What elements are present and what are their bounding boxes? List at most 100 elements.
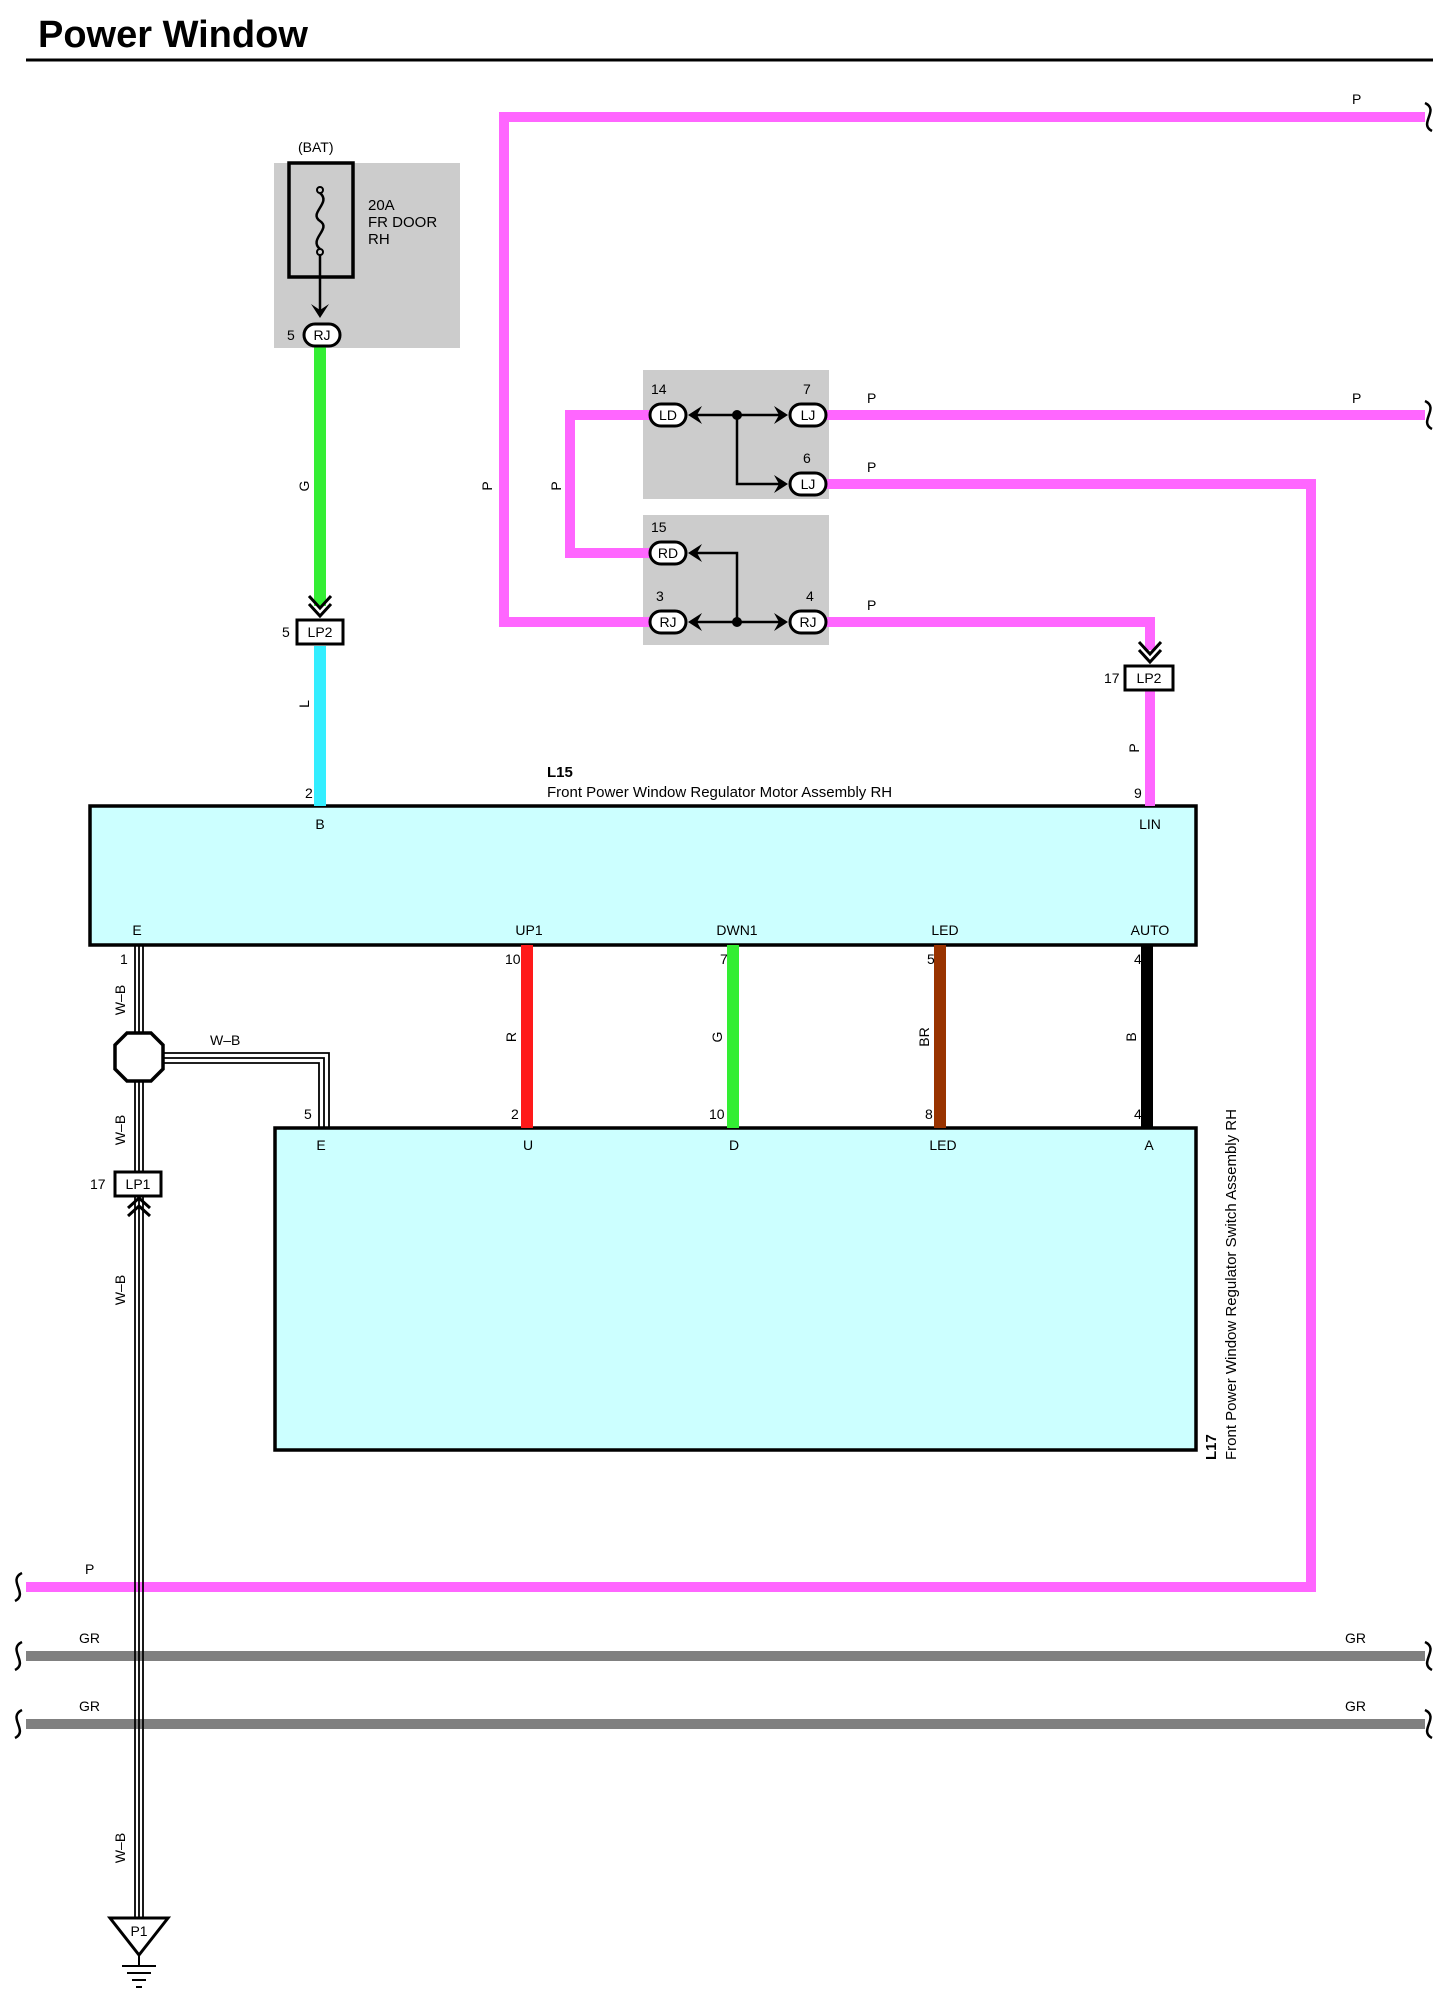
wire-label-wb-4: W–B	[112, 1833, 128, 1863]
wire-label-l-b: L	[296, 700, 312, 708]
lp2-left-chevron-2	[307, 602, 333, 619]
lp2-left-pin: 5	[282, 624, 290, 640]
jb-lj6-arrow-icon	[774, 475, 788, 493]
wire-label-g: G	[709, 1032, 725, 1043]
jb-rd-pin: 15	[651, 519, 667, 535]
lp2-right-connector	[1123, 664, 1175, 692]
fuse-rating: 20A	[368, 197, 395, 214]
l15-pin-e-num: 1	[120, 951, 128, 967]
wire-end-gr1-right-icon	[1424, 1640, 1433, 1672]
jb-rj4-label: RJ	[799, 614, 816, 630]
jb-rj4-arrow-icon	[774, 613, 788, 631]
l15-code: L15	[547, 764, 573, 781]
l17-pin-u-num: 2	[511, 1106, 519, 1122]
l15-pin-dwn1: DWN1	[716, 922, 757, 938]
l17-pin-led-num: 8	[925, 1106, 933, 1122]
wire-end-p-bottom-icon	[14, 1571, 23, 1603]
l15-pin-lin: LIN	[1139, 816, 1161, 832]
l15-pin-auto-num: 4	[1134, 951, 1142, 967]
lp2-left-connector	[295, 618, 345, 646]
l15-pin-up1: UP1	[515, 922, 542, 938]
wire-label-p-mid-left: P	[867, 390, 876, 406]
wire-label-wb-splice: W–B	[210, 1032, 240, 1048]
wire-end-p-mid-icon	[1424, 399, 1433, 431]
l17-pin-d: D	[729, 1137, 739, 1153]
wire-label-p-vert-inner: P	[548, 481, 564, 490]
wb-splice-octagon	[113, 1031, 165, 1083]
wire-label-gr1-left: GR	[79, 1630, 100, 1646]
lp1-pin: 17	[90, 1176, 106, 1192]
wire-label-wb-3: W–B	[112, 1275, 128, 1305]
fuse-arrow-icon	[311, 304, 329, 318]
l17-pin-a-num: 4	[1134, 1106, 1142, 1122]
fuse-name-line1: FR DOOR	[368, 214, 437, 231]
l15-pin-lin-num: 9	[1134, 785, 1142, 801]
fuse-connector-label: RJ	[313, 327, 330, 343]
l15-pin-b-num: 2	[305, 785, 313, 801]
jb-lower-branch	[694, 551, 739, 622]
jb-lj7-arrow-icon	[774, 406, 788, 424]
ground-label: P1	[130, 1923, 147, 1939]
jb-ld-connector	[648, 402, 688, 428]
wire-label-b: B	[1123, 1032, 1139, 1041]
wire-label-wb-1: W–B	[112, 985, 128, 1015]
l17-pin-e: E	[316, 1137, 325, 1153]
l17-pin-e-num: 5	[304, 1106, 312, 1122]
jb-rj4-connector	[788, 609, 828, 635]
jb-rj3-arrow-icon	[688, 613, 702, 631]
wire-label-gr2-left: GR	[79, 1698, 100, 1714]
l15-pin-auto: AUTO	[1131, 922, 1170, 938]
wire-label-p-top: P	[1352, 91, 1361, 107]
wire-label-p-vert-outer: P	[479, 481, 495, 490]
wire-p-outer	[499, 112, 1425, 627]
l15-pin-b: B	[315, 816, 324, 832]
l17-pin-led: LED	[929, 1137, 956, 1153]
lp1-label: LP1	[126, 1176, 151, 1192]
jb-lj7-connector	[788, 402, 828, 428]
wire-label-wb-2: W–B	[112, 1115, 128, 1145]
jb-ld-arrow-icon	[688, 406, 702, 424]
l15-name: Front Power Window Regulator Motor Assem…	[547, 784, 892, 801]
wire-wb-branch-a	[160, 1052, 330, 1128]
jb-lj6-pin: 6	[803, 450, 811, 466]
wire-end-p-top-icon	[1424, 101, 1433, 133]
jb-ld-label: LD	[659, 407, 677, 423]
lp1-connector	[113, 1170, 163, 1198]
fuse-block	[274, 163, 460, 348]
wire-label-r: R	[503, 1032, 519, 1042]
lp2-right-pin: 17	[1104, 670, 1120, 686]
l17-pin-d-num: 10	[709, 1106, 725, 1122]
jb-lj6-connector	[788, 471, 828, 497]
jb-upper-splice-dot	[732, 410, 742, 420]
jb-rd-connector	[648, 540, 688, 566]
fuse-name-line2: RH	[368, 231, 390, 248]
l17-pin-a: A	[1144, 1137, 1154, 1153]
jb-lj6-label: LJ	[801, 476, 816, 492]
l17-pin-u: U	[523, 1137, 533, 1153]
lp2-right-label: LP2	[1137, 670, 1162, 686]
wire-label-p-rj4: P	[867, 597, 876, 613]
wire-label-br: BR	[916, 1027, 932, 1046]
l15-pin-up1-num: 10	[505, 951, 521, 967]
lp1-chevron-1	[126, 1195, 152, 1210]
l15-pin-led-num: 5	[927, 951, 935, 967]
l17-switch-box	[273, 1126, 1198, 1452]
wire-label-p-lj6: P	[867, 459, 876, 475]
wire-p-inner	[565, 410, 651, 558]
l15-pin-e: E	[132, 922, 141, 938]
wire-p-lj6	[26, 479, 1316, 1592]
jb-rj4-pin: 4	[806, 588, 814, 604]
jb-rd-label: RD	[658, 545, 678, 561]
page-title: Power Window	[38, 14, 308, 56]
jb-lj7-label: LJ	[801, 407, 816, 423]
lp2-right-chevron-2	[1137, 648, 1163, 665]
lp1-chevron-2	[126, 1203, 152, 1218]
jb-lower-splice-dot	[732, 617, 742, 627]
lp2-left-label: LP2	[308, 624, 333, 640]
wire-label-p-mid-right: P	[1352, 390, 1361, 406]
jb-rd-arrow-icon	[688, 544, 702, 562]
jb-upper-branch	[735, 415, 780, 486]
wire-label-p-bottom: P	[85, 1561, 94, 1577]
lp2-right-chevron-1	[1137, 640, 1163, 657]
